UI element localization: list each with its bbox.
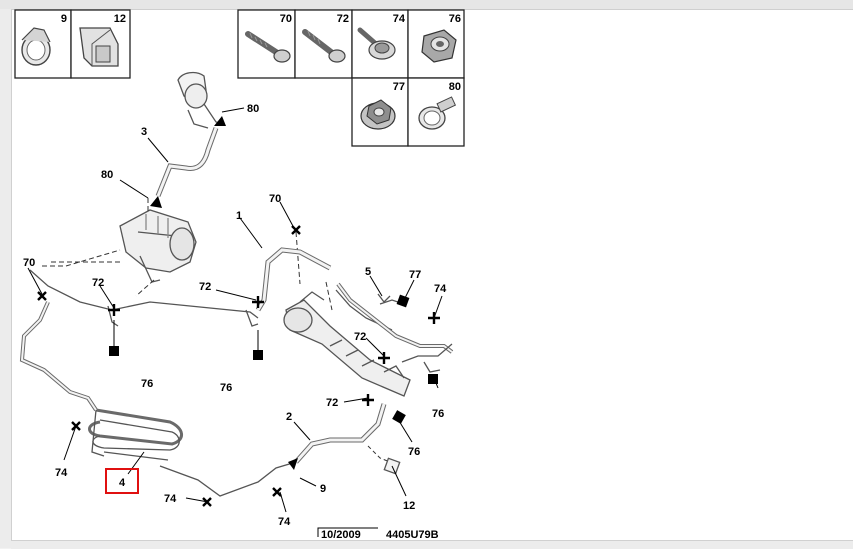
callout-76-mid[interactable]: 76	[220, 382, 232, 394]
legend-ref-77: 77	[393, 81, 405, 93]
nut-icon	[421, 29, 457, 63]
hose-1-part[interactable]	[255, 247, 332, 312]
hose-clamp-icon	[21, 27, 51, 66]
legend-box-72[interactable]: 72	[302, 13, 349, 63]
leader-lines	[42, 198, 333, 311]
callout-74-bottom[interactable]: 74	[164, 493, 177, 505]
legend-ref-9: 9	[61, 13, 67, 25]
callout-72-left[interactable]: 72	[92, 277, 104, 289]
callout-4-highlighted[interactable]: 4	[105, 468, 139, 494]
legend-group-left: 9 12	[14, 9, 131, 79]
square-marker-icon	[396, 294, 410, 308]
callout-76-left[interactable]: 76	[141, 378, 153, 390]
square-marker-icon	[109, 346, 119, 356]
diagram-footer: 10/2009 4405U79B	[317, 527, 439, 541]
cross-markers	[37, 225, 440, 507]
cross-marker-icon	[252, 296, 264, 308]
callout-70-right[interactable]: 70	[269, 193, 281, 205]
callout-9[interactable]: 9	[320, 483, 326, 495]
legend-box-76[interactable]: 76	[421, 13, 461, 63]
callout-80-upper[interactable]: 80	[247, 103, 259, 115]
cross-marker-icon	[108, 304, 120, 316]
arrow-marker-icon	[150, 196, 162, 208]
legend-group-right: 70 72 74	[237, 9, 465, 147]
square-marker-icon	[253, 350, 263, 360]
callout-leaders	[27, 107, 443, 513]
legend-box-12[interactable]: 12	[79, 13, 126, 67]
cross-marker-icon	[71, 421, 81, 431]
viewer-left-edge	[0, 9, 12, 548]
legend-box-77[interactable]: 77	[360, 81, 405, 130]
legend-ref-80: 80	[449, 81, 461, 93]
cooler-4-part[interactable]	[88, 408, 183, 461]
callout-1[interactable]: 1	[236, 210, 242, 222]
return-line-lower[interactable]	[19, 269, 297, 497]
callout-5[interactable]: 5	[365, 266, 371, 278]
steering-rack-part[interactable]	[283, 289, 411, 397]
cross-marker-icon	[202, 497, 212, 507]
hose-clamp-icon	[418, 96, 457, 130]
cross-marker-icon	[378, 352, 390, 364]
hose-2-part[interactable]	[294, 403, 391, 464]
reservoir-part[interactable]	[177, 71, 223, 129]
arrow-marker-icon	[288, 458, 298, 470]
square-marker-icon	[428, 374, 438, 384]
callout-72-lower[interactable]: 72	[326, 397, 338, 409]
cross-marker-icon	[272, 487, 282, 497]
legend-box-74[interactable]: 74	[357, 13, 406, 60]
callout-74-right[interactable]: 74	[434, 283, 447, 295]
flange-nut-icon	[360, 99, 396, 130]
hose-3-part[interactable]	[155, 127, 219, 197]
cross-marker-icon	[428, 312, 440, 324]
legend-box-70[interactable]: 70	[245, 13, 292, 63]
callout-72-mid[interactable]: 72	[199, 281, 211, 293]
cross-marker-icon	[37, 291, 47, 301]
callout-76-lower[interactable]: 76	[408, 446, 420, 458]
callout-74-center[interactable]: 74	[278, 516, 291, 528]
bolt-icon	[302, 29, 346, 63]
callout-80-lower[interactable]: 80	[101, 169, 113, 181]
legend-ref-74: 74	[393, 13, 406, 25]
clip-icon	[79, 27, 119, 67]
markers	[109, 116, 438, 470]
flange-bolt-icon	[357, 27, 396, 60]
bracket-left[interactable]	[107, 293, 441, 373]
callout-2[interactable]: 2	[286, 411, 292, 423]
assembly-drawing	[19, 71, 454, 497]
highlight-box	[105, 468, 139, 494]
legend-box-80[interactable]: 80	[418, 81, 461, 130]
cross-marker-icon	[291, 225, 301, 235]
callout-77[interactable]: 77	[409, 269, 421, 281]
footer-code: 4405U79B	[386, 529, 439, 541]
viewer-bottom-edge	[11, 540, 853, 549]
arrow-marker-icon	[214, 116, 226, 126]
legend-ref-12: 12	[114, 13, 126, 25]
callout-labels: 3 80 80 1 70 70 72 72 76 76 5 77 74 72 7…	[23, 103, 447, 528]
callout-76-right[interactable]: 76	[432, 408, 444, 420]
cross-marker-icon	[362, 394, 374, 406]
callout-74-left[interactable]: 74	[55, 467, 68, 479]
callout-12[interactable]: 12	[403, 500, 415, 512]
pump-part[interactable]	[119, 209, 197, 283]
bolt-icon	[245, 31, 291, 63]
footer-date: 10/2009	[321, 529, 361, 541]
callout-4: 4	[119, 477, 126, 489]
callout-72-rack[interactable]: 72	[354, 331, 366, 343]
legend-ref-72: 72	[337, 13, 349, 25]
legend-box-9[interactable]: 9	[21, 13, 67, 66]
legend-ref-70: 70	[280, 13, 292, 25]
legend-ref-76: 76	[449, 13, 461, 25]
callout-70-left[interactable]: 70	[23, 257, 35, 269]
callout-3[interactable]: 3	[141, 126, 147, 138]
square-marker-icon	[392, 410, 406, 424]
